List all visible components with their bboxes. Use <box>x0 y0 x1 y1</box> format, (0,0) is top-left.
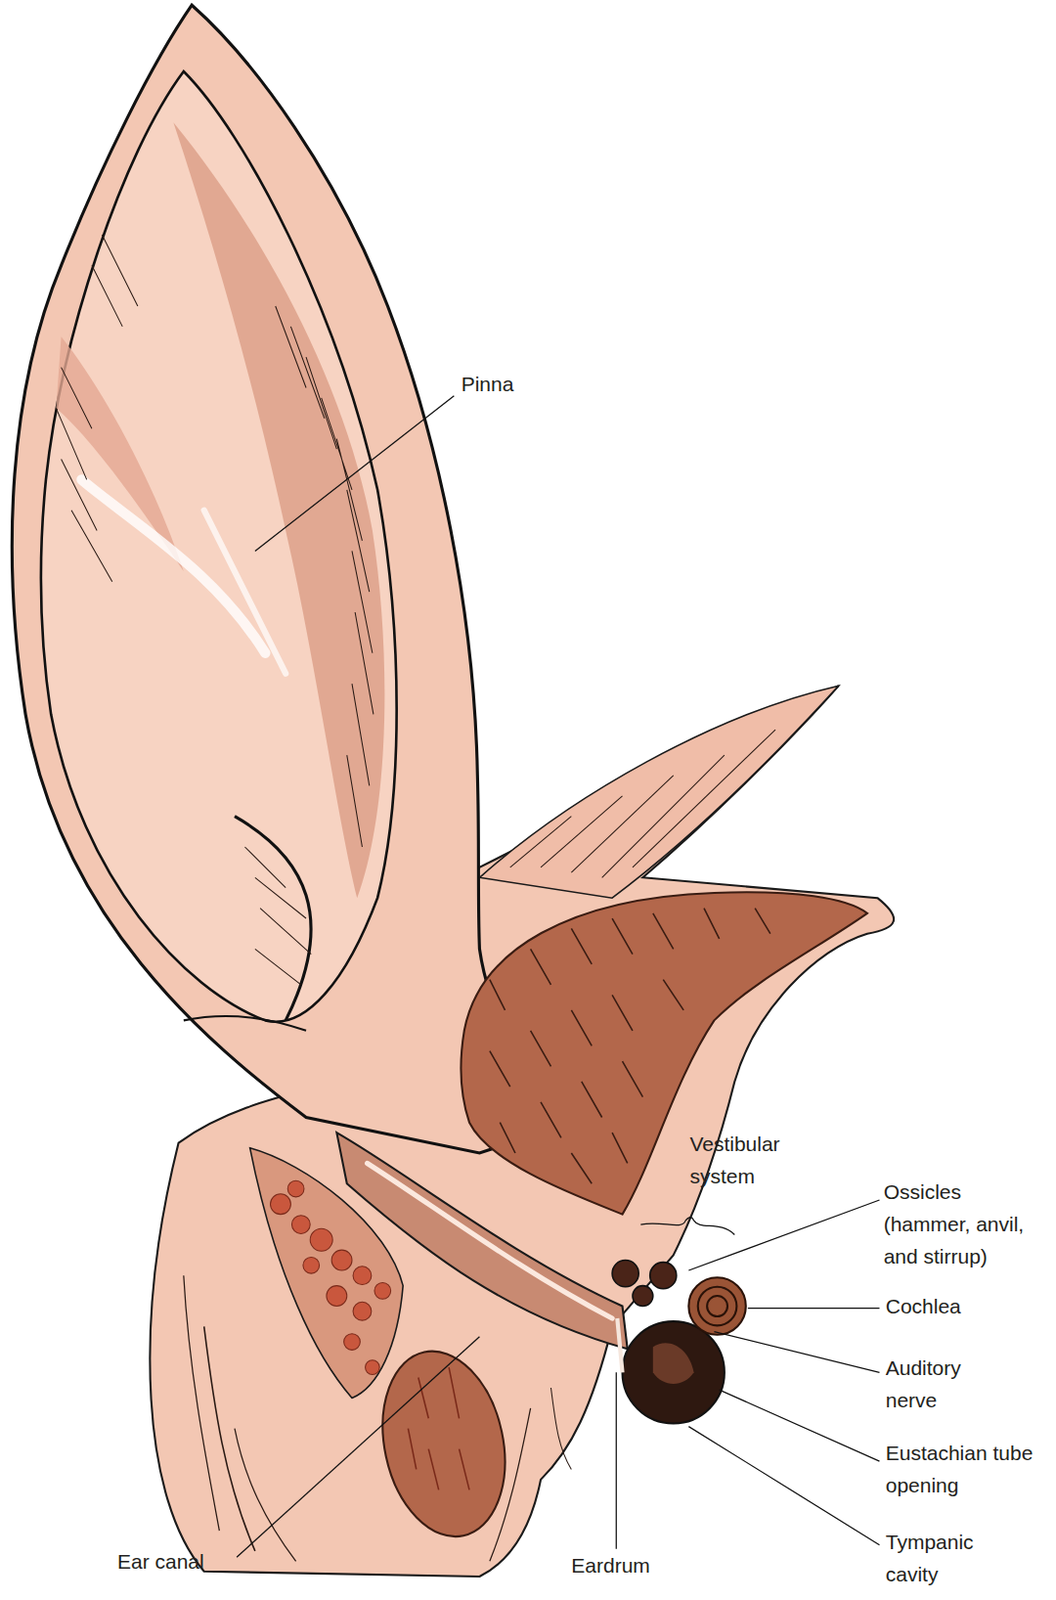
part-label: Auditory nerve <box>885 1351 999 1416</box>
middle-inner-ear <box>632 1285 654 1307</box>
parotid-gland <box>291 1215 310 1234</box>
parotid-gland <box>331 1249 352 1271</box>
middle-inner-ear <box>688 1276 746 1334</box>
lower-muscle <box>366 1339 522 1548</box>
middle-inner-ear <box>616 1318 622 1372</box>
pinna <box>183 1015 307 1031</box>
leader-lines <box>748 1307 880 1309</box>
part-label: Eustachian tube opening <box>885 1436 1051 1501</box>
part-label: Eardrum <box>571 1548 651 1582</box>
pinna <box>81 479 265 653</box>
part-label: Ossicles (hammer, anvil, and stirrup) <box>883 1175 1049 1273</box>
middle-inner-ear <box>706 1295 728 1317</box>
pinna <box>244 846 311 985</box>
pinna <box>55 234 374 985</box>
middle-inner-ear <box>612 1260 747 1424</box>
middle-inner-ear <box>622 1320 725 1423</box>
parotid-gland <box>344 1333 361 1351</box>
part-label: Cochlea <box>885 1289 962 1322</box>
parotid-gland <box>365 1360 381 1375</box>
parotid-gland <box>352 1266 372 1285</box>
pinna <box>275 306 374 847</box>
leader-lines <box>640 1217 735 1235</box>
ear-canal-tube <box>336 1132 627 1349</box>
ear-canal-tube <box>336 1132 627 1349</box>
parotid-gland <box>303 1256 320 1274</box>
parotid-gland <box>352 1301 372 1320</box>
pinna <box>41 71 397 1022</box>
leader-lines <box>616 1371 617 1549</box>
lower-muscle <box>366 1339 522 1548</box>
neck-muscle <box>479 685 838 898</box>
part-label: Vestibular system <box>689 1127 812 1192</box>
parotid-gland <box>309 1228 333 1251</box>
head-base <box>183 1275 220 1531</box>
temporal-muscle <box>489 908 771 1011</box>
parotid-gland <box>270 1193 292 1215</box>
leader-lines <box>688 1199 880 1271</box>
middle-inner-ear <box>612 1260 639 1287</box>
leader-lines <box>255 396 454 552</box>
temporal-muscle <box>489 979 684 1088</box>
parotid-gland <box>326 1285 348 1307</box>
leader-lines <box>236 396 880 1557</box>
head-base <box>234 1428 297 1562</box>
leader-lines <box>719 1389 880 1461</box>
leader-lines <box>688 1426 880 1545</box>
part-label: Tympanic cavity <box>885 1525 999 1590</box>
parotid-gland <box>374 1282 392 1300</box>
leader-lines <box>713 1331 880 1373</box>
head-base <box>204 1325 256 1551</box>
leader-lines <box>236 1336 480 1557</box>
pinna <box>204 510 286 674</box>
middle-inner-ear <box>650 1262 677 1289</box>
neck-muscle <box>510 729 776 878</box>
middle-inner-ear <box>653 1342 695 1384</box>
temporal-muscle <box>460 891 868 1214</box>
ear-canal-tube <box>367 1162 613 1319</box>
part-label: Pinna <box>461 367 515 400</box>
temporal-muscle <box>460 891 868 1214</box>
pinna <box>234 816 311 1021</box>
neck-muscle <box>479 685 838 898</box>
head-base <box>550 1387 572 1469</box>
part-label: Ear canal <box>117 1544 205 1578</box>
pinna <box>55 234 137 582</box>
pinna <box>173 122 385 898</box>
lower-muscle <box>407 1366 470 1490</box>
parotid-gland <box>270 1180 392 1374</box>
temporal-muscle <box>499 1060 643 1184</box>
middle-inner-ear <box>698 1286 738 1326</box>
parotid-gland <box>287 1180 305 1197</box>
